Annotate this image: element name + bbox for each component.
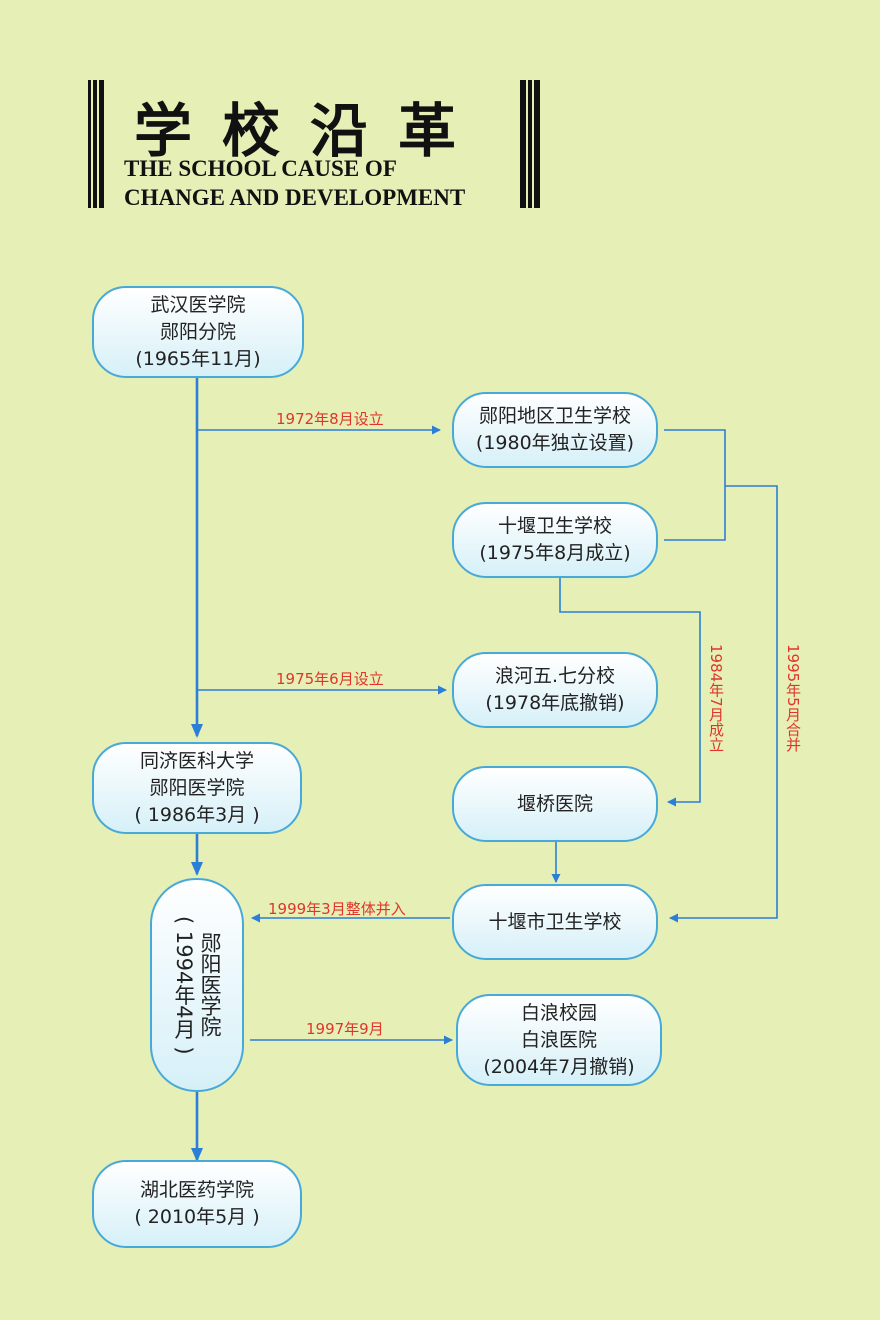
node-line: 武汉医学院 — [150, 293, 246, 316]
page-title: 学校沿革 — [134, 97, 487, 165]
node-shiyan-city-health-school: 十堰市卫生学校 — [452, 884, 658, 960]
node-line: ( 2010年5月 ) — [134, 1206, 260, 1228]
header-left-bars — [88, 80, 104, 208]
node-tongji-medical-university: 同济医科大学郧阳医学院 ( 1986年3月 ) — [92, 742, 302, 834]
node-line: 浪河五.七分校 — [494, 665, 616, 687]
node-line: 白浪医院 — [520, 1028, 597, 1051]
node-line: 白浪校园 — [520, 1001, 597, 1024]
node-line: (1978年底撤销) — [485, 692, 625, 714]
node-line: ( 1994年4月 ) — [172, 915, 196, 1055]
node-line: 十堰市卫生学校 — [488, 910, 622, 933]
node-line: (1980年独立设置) — [475, 432, 635, 454]
node-line: 郧阳医学院 — [198, 932, 222, 1038]
node-hubei-university-of-medicine: 湖北医药学院 ( 2010年5月 ) — [92, 1160, 302, 1248]
node-line: 堰桥医院 — [516, 792, 593, 815]
node-yunyang-medical-college: 郧阳医学院( 1994年4月 ) — [150, 878, 244, 1092]
header-right-bars — [520, 80, 540, 208]
node-line: 十堰卫生学校 — [497, 515, 612, 537]
node-line: 同济医科大学 — [139, 749, 254, 772]
node-line: 郧阳医学院 — [149, 776, 245, 799]
node-line: (2004年7月撤销) — [483, 1055, 635, 1078]
page-subtitle: THE SCHOOL CAUSE OF CHANGE AND DEVELOPME… — [124, 154, 465, 212]
edge-label-1997: 1997年9月 — [306, 1020, 384, 1038]
merge-bracket — [664, 429, 726, 541]
node-line: (1965年11月) — [135, 347, 261, 370]
node-shiyan-health-school: 十堰卫生学校 (1975年8月成立) — [452, 502, 658, 578]
edge-label-1984: 1984年7月成立 — [707, 644, 725, 752]
node-wuhan-medical-college: 武汉医学院郧阳分院 (1965年11月) — [92, 286, 304, 378]
node-line: ( 1986年3月 ) — [134, 803, 260, 826]
node-line: 郧阳地区卫生学校 — [478, 405, 631, 427]
node-langhe-branch: 浪河五.七分校 (1978年底撤销) — [452, 652, 658, 728]
edge-label-1995: 1995年5月合并 — [784, 644, 802, 752]
edge-label-1999: 1999年3月整体并入 — [268, 900, 406, 918]
edge-label-1975: 1975年6月设立 — [276, 670, 384, 688]
subtitle-line-2: CHANGE AND DEVELOPMENT — [124, 185, 466, 210]
node-line: 郧阳分院 — [159, 320, 236, 343]
page-header: 学校沿革 THE SCHOOL CAUSE OF CHANGE AND DEVE… — [88, 80, 540, 210]
node-line: (1975年8月成立) — [479, 542, 631, 564]
node-bailang-campus: 白浪校园白浪医院 (2004年7月撤销) — [456, 994, 662, 1086]
node-line: 湖北医药学院 — [139, 1179, 254, 1201]
path-1995 — [669, 485, 778, 923]
node-yanqiao-hospital: 堰桥医院 — [452, 766, 658, 842]
node-yunyang-health-school: 郧阳地区卫生学校 (1980年独立设置) — [452, 392, 658, 468]
path-1984 — [559, 578, 701, 807]
subtitle-line-1: THE SCHOOL CAUSE OF — [124, 156, 397, 181]
edge-label-1972: 1972年8月设立 — [276, 410, 384, 428]
